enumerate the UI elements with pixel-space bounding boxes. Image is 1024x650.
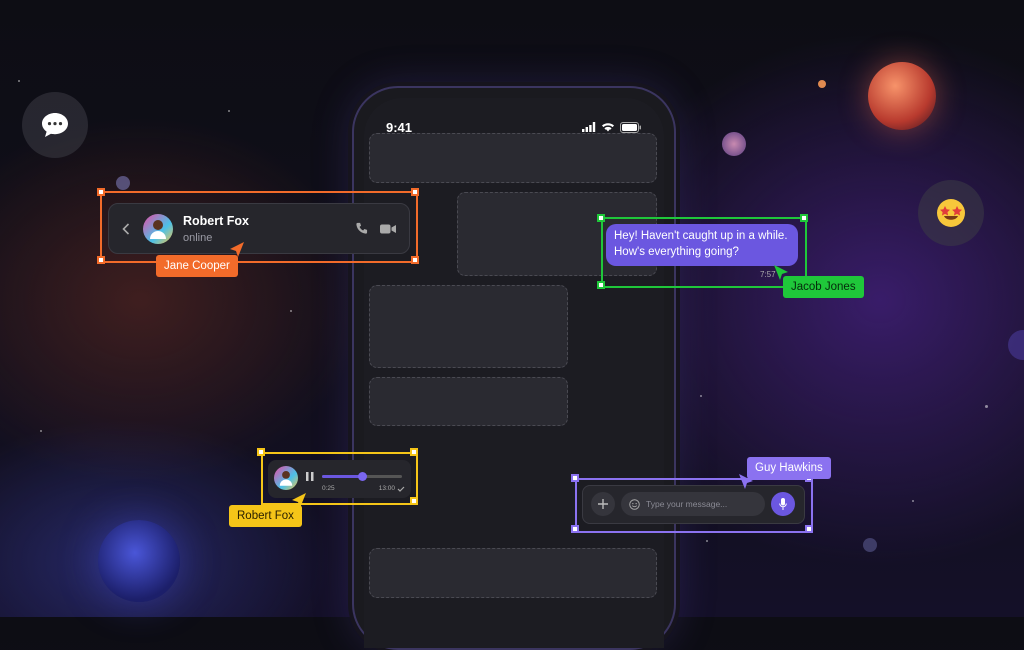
planet	[1008, 330, 1024, 360]
message-placeholder	[369, 285, 568, 368]
resize-handle[interactable]	[97, 188, 105, 196]
resize-handle[interactable]	[257, 448, 265, 456]
cursor-arrow-icon	[774, 265, 788, 280]
resize-handle[interactable]	[597, 214, 605, 222]
planet	[98, 520, 180, 602]
message-placeholder	[369, 548, 657, 598]
selection-frame-robert-fox	[261, 452, 418, 505]
video-camera-icon[interactable]	[380, 223, 396, 235]
star	[700, 395, 702, 397]
planet	[116, 176, 130, 190]
message-placeholder	[369, 133, 657, 183]
collaborator-tag-jacob-jones: Jacob Jones	[783, 276, 864, 298]
collaborator-tag-jane-cooper: Jane Cooper	[156, 255, 238, 277]
avatar	[143, 213, 173, 244]
resize-handle[interactable]	[571, 525, 579, 533]
star	[985, 405, 988, 408]
plus-icon	[598, 499, 608, 509]
star	[40, 430, 42, 432]
selection-frame-jane-cooper	[100, 191, 418, 263]
microphone-icon	[779, 498, 787, 510]
resize-handle[interactable]	[571, 474, 579, 482]
chevron-left-icon[interactable]	[122, 222, 130, 235]
chat-header: Robert Fox online	[108, 203, 410, 254]
collaborator-tag-guy-hawkins: Guy Hawkins	[747, 457, 831, 479]
planet	[868, 62, 936, 130]
person-icon	[150, 219, 166, 239]
voice-record-button[interactable]	[771, 492, 795, 516]
planet	[722, 132, 746, 156]
resize-handle[interactable]	[411, 188, 419, 196]
message-input-placeholder: Type your message...	[646, 499, 728, 509]
planet	[863, 538, 877, 552]
battery-icon	[620, 121, 641, 133]
star	[912, 500, 914, 502]
collaborator-tag-robert-fox: Robert Fox	[229, 505, 302, 527]
star	[228, 110, 230, 112]
voice-message: 0:25 13:00	[268, 460, 411, 498]
emoji-float-button	[918, 180, 984, 246]
status-time: 9:41	[386, 119, 413, 135]
resize-handle[interactable]	[410, 497, 418, 505]
resize-handle[interactable]	[410, 448, 418, 456]
chat-float-button	[22, 92, 88, 158]
message-text-line-2: How's everything going?	[614, 246, 739, 258]
star	[290, 310, 292, 312]
audio-progress-fill	[322, 475, 362, 478]
attach-button[interactable]	[591, 492, 615, 516]
planet	[818, 80, 826, 88]
audio-scrubber[interactable]	[357, 472, 367, 481]
cursor-arrow-icon	[739, 474, 753, 489]
status-bar: 9:41	[386, 118, 642, 136]
selection-frame-jacob-jones	[601, 217, 807, 288]
message-text-line-1: Hey! Haven't caught up in a while.	[614, 230, 788, 242]
avatar	[274, 466, 298, 490]
incoming-message-bubble: Hey! Haven't caught up in a while. How's…	[606, 224, 798, 266]
audio-elapsed: 0:25	[322, 485, 335, 492]
person-icon	[279, 471, 293, 486]
star-struck-emoji-icon	[937, 199, 965, 227]
selection-frame-guy-hawkins	[575, 478, 813, 533]
cursor-arrow-icon	[230, 242, 244, 257]
emoji-icon[interactable]	[629, 498, 640, 510]
phone-icon[interactable]	[355, 222, 368, 235]
contact-status: online	[183, 231, 213, 244]
audio-timestamp: 13:00	[378, 485, 395, 492]
resize-handle[interactable]	[597, 281, 605, 289]
star	[18, 80, 20, 82]
speech-bubble-icon	[42, 113, 68, 137]
audio-progress-track[interactable]	[322, 472, 402, 481]
message-timestamp: 7:57	[760, 270, 776, 279]
resize-handle[interactable]	[800, 214, 808, 222]
pause-icon[interactable]	[306, 472, 314, 481]
resize-handle[interactable]	[805, 525, 813, 533]
message-input[interactable]: Type your message...	[621, 492, 765, 516]
message-composer: Type your message...	[582, 485, 805, 524]
cursor-arrow-icon	[292, 493, 306, 508]
signal-icon	[582, 122, 596, 132]
resize-handle[interactable]	[411, 256, 419, 264]
message-placeholder	[369, 377, 568, 426]
wifi-icon	[602, 123, 614, 132]
contact-name: Robert Fox	[183, 213, 249, 228]
check-icon	[397, 486, 405, 492]
resize-handle[interactable]	[97, 256, 105, 264]
star	[706, 540, 708, 542]
